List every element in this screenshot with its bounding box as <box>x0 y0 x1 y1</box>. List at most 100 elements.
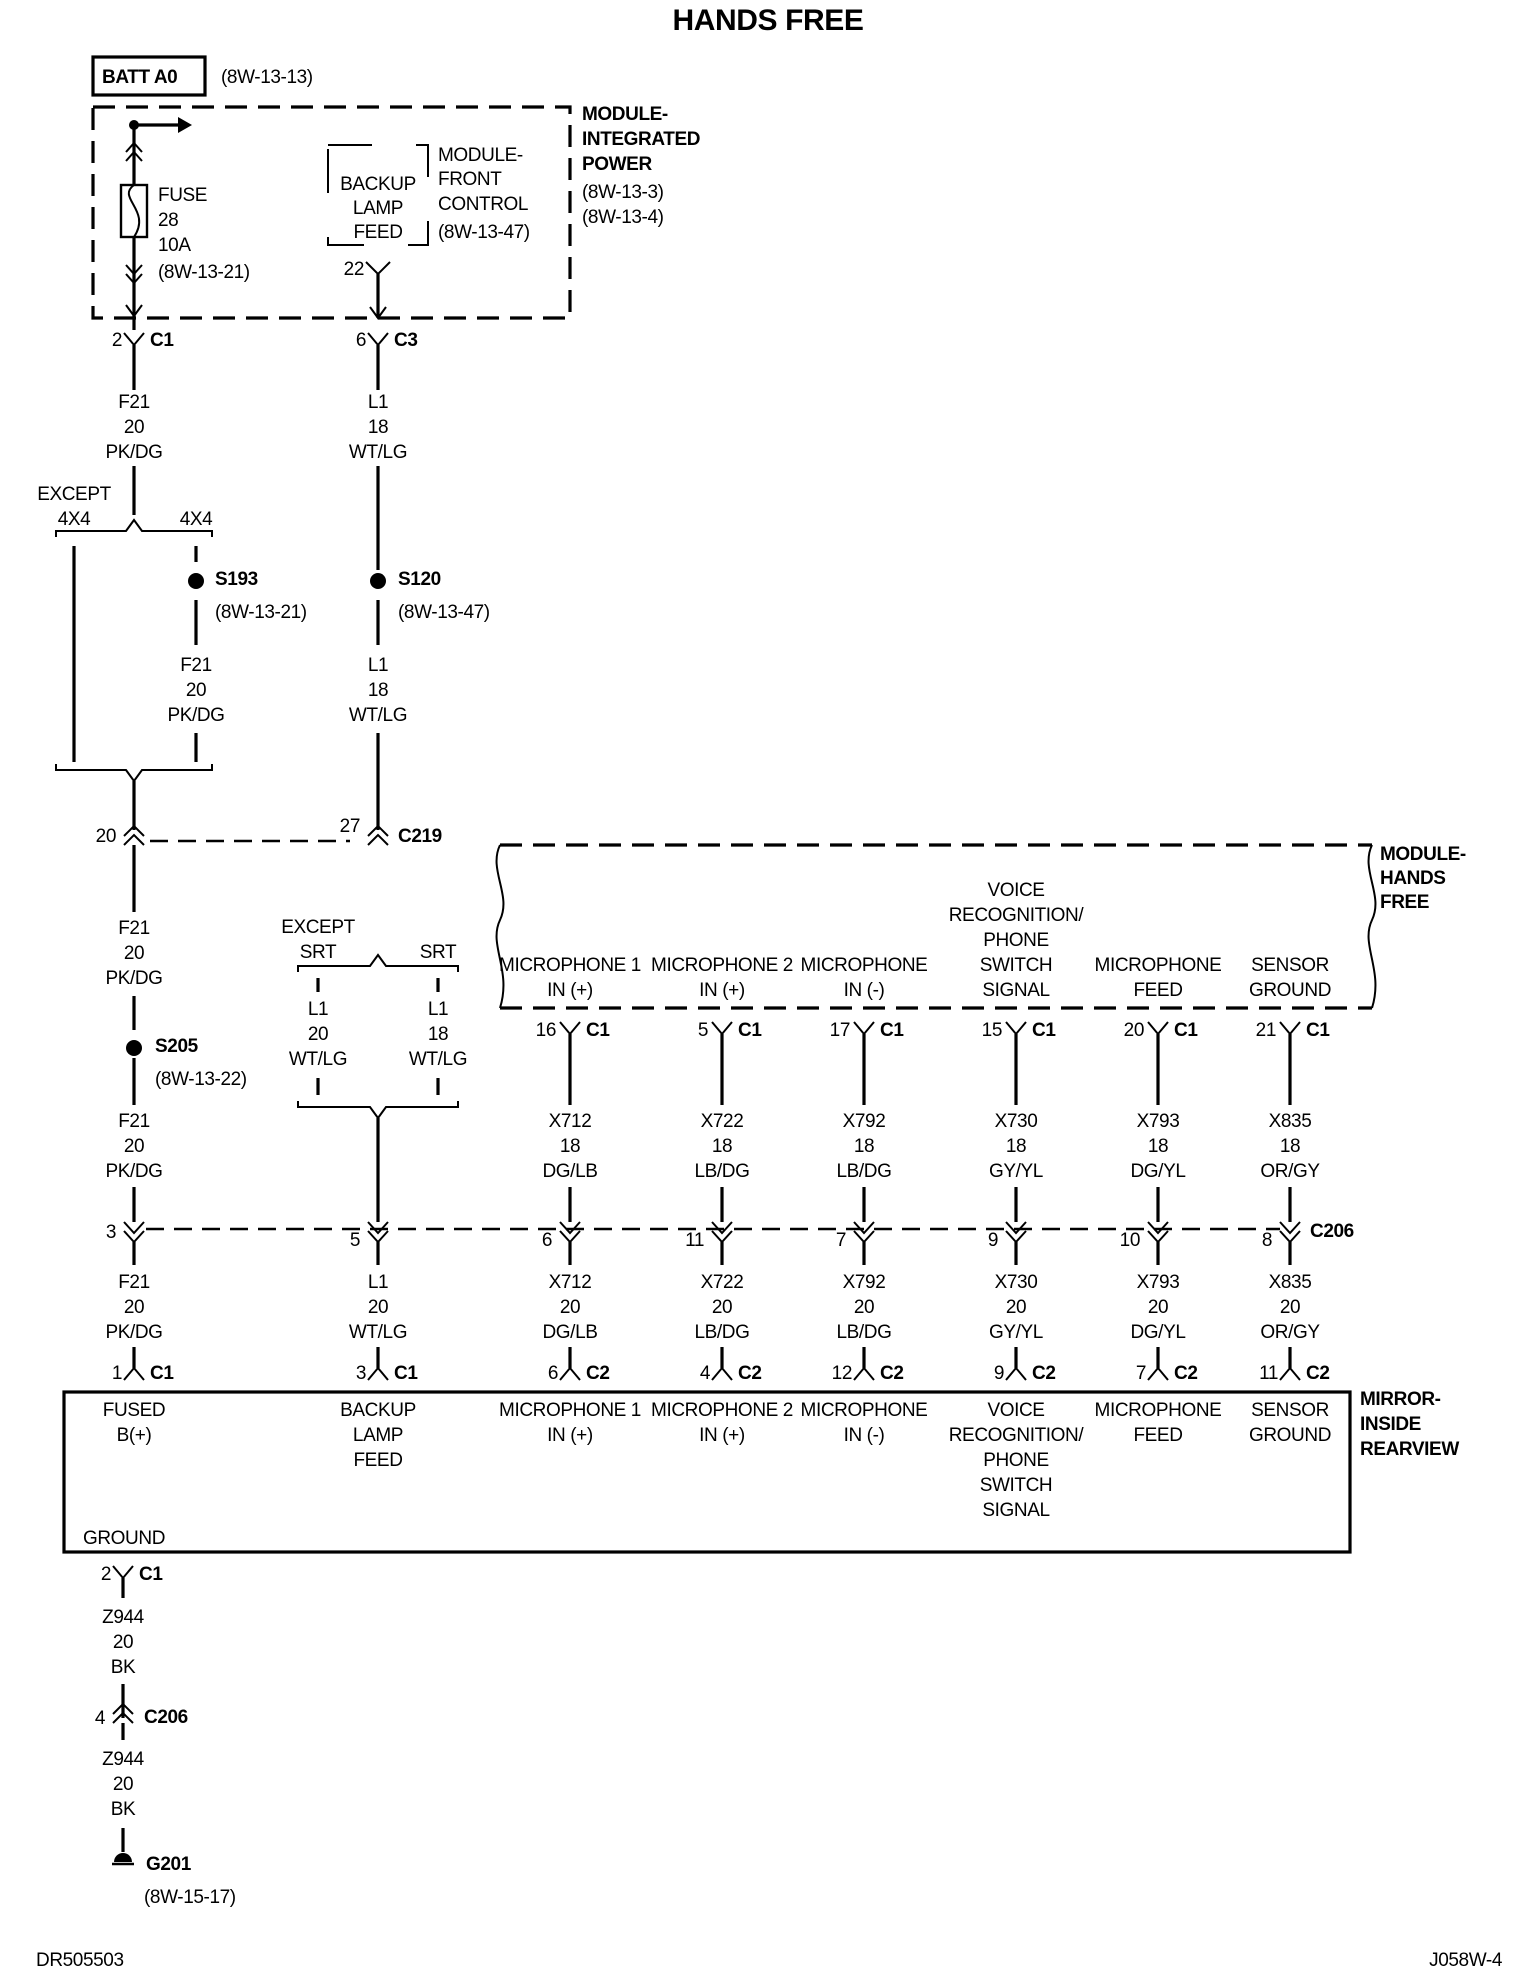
svg-text:L1: L1 <box>368 392 388 413</box>
svg-text:PK/DG: PK/DG <box>105 968 162 989</box>
svg-text:EXCEPT: EXCEPT <box>37 484 111 505</box>
svg-text:WT/LG: WT/LG <box>349 442 407 463</box>
svg-text:9: 9 <box>994 1363 1004 1384</box>
svg-text:LB/DG: LB/DG <box>694 1161 749 1182</box>
svg-text:SIGNAL: SIGNAL <box>982 980 1049 1001</box>
svg-text:18: 18 <box>1148 1136 1168 1157</box>
svg-text:17: 17 <box>830 1020 850 1041</box>
svg-text:F21: F21 <box>118 1272 150 1293</box>
svg-text:X730: X730 <box>995 1272 1038 1293</box>
svg-text:20: 20 <box>186 680 206 701</box>
svg-text:SRT: SRT <box>300 942 337 963</box>
svg-text:5: 5 <box>698 1020 708 1041</box>
svg-text:MICROPHONE 1: MICROPHONE 1 <box>499 1400 641 1421</box>
svg-text:FEED: FEED <box>1133 980 1182 1001</box>
lower-wire-x712: X712 20 DG/LB <box>542 1272 597 1343</box>
svg-text:PK/DG: PK/DG <box>105 442 162 463</box>
lower-wire-l1: L1 20 WT/LG <box>349 1272 408 1343</box>
svg-text:LB/DG: LB/DG <box>836 1161 891 1182</box>
wire-f21-a: F21 20 PK/DG <box>105 392 163 463</box>
svg-text:FREE: FREE <box>1380 892 1429 913</box>
svg-text:C1: C1 <box>586 1020 610 1041</box>
svg-text:F21: F21 <box>118 1111 150 1132</box>
svg-text:SWITCH: SWITCH <box>980 1475 1053 1496</box>
svg-text:12: 12 <box>832 1363 852 1384</box>
batt-ref: (8W-13-13) <box>221 67 313 88</box>
svg-text:DG/LB: DG/LB <box>542 1322 597 1343</box>
mirror-col-mic-minus: MICROPHONE IN (-) <box>801 1400 928 1446</box>
splice-s193-ref: (8W-13-21) <box>215 602 307 623</box>
mirror-col-fused: FUSED B(+) <box>103 1400 166 1446</box>
svg-text:20: 20 <box>560 1297 580 1318</box>
svg-text:LAMP: LAMP <box>353 198 403 219</box>
svg-text:IN (-): IN (-) <box>844 980 885 1001</box>
svg-text:20: 20 <box>712 1297 732 1318</box>
c206-pin-10: 10 <box>1120 1230 1140 1251</box>
svg-text:4: 4 <box>700 1363 711 1384</box>
svg-text:F21: F21 <box>118 918 150 939</box>
hands-free-module-label: MODULE- HANDS FREE <box>1380 844 1466 913</box>
lower-wire-x835: X835 20 OR/GY <box>1260 1272 1320 1343</box>
svg-text:DG/YL: DG/YL <box>1130 1161 1185 1182</box>
svg-text:MICROPHONE 2: MICROPHONE 2 <box>651 1400 793 1421</box>
splice-s120-dot <box>370 573 386 589</box>
c219-name: C219 <box>398 826 442 847</box>
svg-text:10A: 10A <box>158 235 191 256</box>
c206-pin-7: 7 <box>836 1230 846 1251</box>
svg-text:IN (+): IN (+) <box>699 980 745 1001</box>
g201-ref: (8W-15-17) <box>144 1887 236 1908</box>
upper-wire-x793: X793 18 DG/YL <box>1130 1111 1185 1182</box>
svg-text:15: 15 <box>982 1020 1002 1041</box>
arrow-icon <box>178 117 192 133</box>
svg-text:X792: X792 <box>843 1111 886 1132</box>
svg-text:C2: C2 <box>1032 1363 1056 1384</box>
svg-text:X712: X712 <box>549 1111 592 1132</box>
hf-col-mic1: MICROPHONE 1 IN (+) <box>499 955 641 1001</box>
svg-text:MICROPHONE: MICROPHONE <box>1095 955 1222 976</box>
wire-f21-b: F21 20 PK/DG <box>167 655 225 726</box>
svg-text:28: 28 <box>158 210 178 231</box>
svg-text:X793: X793 <box>1137 1272 1180 1293</box>
svg-text:IN (+): IN (+) <box>547 980 593 1001</box>
hf-pin-21: 21 C1 <box>1256 1020 1331 1041</box>
lower-wire-f21: F21 20 PK/DG <box>105 1272 163 1343</box>
svg-text:4X4: 4X4 <box>58 509 91 530</box>
svg-text:18: 18 <box>560 1136 580 1157</box>
hf-pin-20: 20 C1 <box>1124 1020 1199 1041</box>
hf-col-sensor-ground: SENSOR GROUND <box>1249 955 1331 1001</box>
splice-s120-name: S120 <box>398 569 441 590</box>
svg-text:FUSE: FUSE <box>158 185 207 206</box>
lower-wire-x792: X792 20 LB/DG <box>836 1272 891 1343</box>
svg-text:F21: F21 <box>118 392 150 413</box>
srt-right-wire: L1 18 WT/LG <box>409 999 468 1070</box>
svg-text:X712: X712 <box>549 1272 592 1293</box>
lower-wire-lines <box>132 1242 1292 1360</box>
g201-name: G201 <box>146 1854 192 1875</box>
svg-text:BK: BK <box>111 1799 136 1820</box>
svg-text:C2: C2 <box>880 1363 904 1384</box>
svg-text:B(+): B(+) <box>117 1425 152 1446</box>
mirror-pin-12: 12 C2 <box>832 1363 904 1384</box>
svg-text:GROUND: GROUND <box>1249 1425 1331 1446</box>
svg-text:DG/LB: DG/LB <box>542 1161 597 1182</box>
c1-top-name: C1 <box>150 330 174 351</box>
mirror-pin-6: 6 C2 <box>548 1363 610 1384</box>
svg-text:18: 18 <box>1280 1136 1300 1157</box>
hf-pin-15: 15 C1 <box>982 1020 1057 1041</box>
svg-text:L1: L1 <box>368 655 388 676</box>
wire-l1-a: L1 18 WT/LG <box>349 392 408 463</box>
svg-text:20: 20 <box>113 1632 133 1653</box>
svg-text:EXCEPT: EXCEPT <box>281 917 355 938</box>
option-bracket-bottom <box>55 764 213 783</box>
svg-text:20: 20 <box>124 417 144 438</box>
svg-text:RECOGNITION/: RECOGNITION/ <box>949 1425 1085 1446</box>
splice-s205-name: S205 <box>155 1036 199 1057</box>
diagram-title: HANDS FREE <box>672 4 863 37</box>
svg-text:C2: C2 <box>738 1363 762 1384</box>
svg-text:WT/LG: WT/LG <box>409 1049 467 1070</box>
splice-s205-ref: (8W-13-22) <box>155 1069 247 1090</box>
svg-text:C1: C1 <box>1174 1020 1198 1041</box>
svg-text:3: 3 <box>356 1363 366 1384</box>
